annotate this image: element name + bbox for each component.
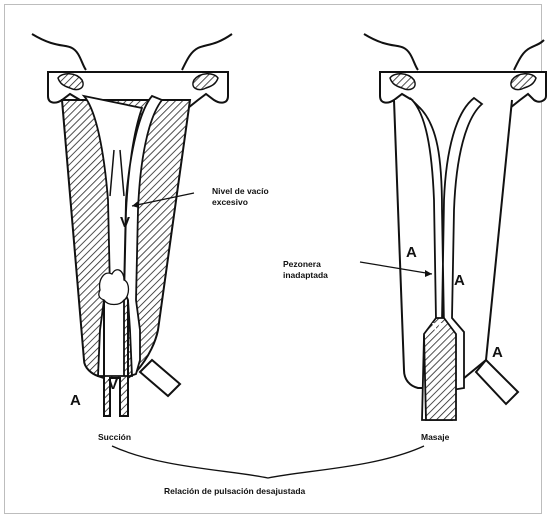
bottom-caption: Relación de pulsación desajustada: [164, 486, 305, 497]
right-air-left-label: A: [406, 244, 417, 261]
left-caption: Succión: [98, 432, 131, 443]
right-pulse-nozzle: [476, 360, 518, 404]
left-air-label: A: [70, 392, 81, 409]
vacuum-level-line1: Nivel de vacío: [212, 186, 269, 197]
right-vacuum-label: V: [432, 320, 442, 337]
liner-line1: Pezonera: [283, 259, 328, 270]
right-caption: Masaje: [421, 432, 449, 443]
vacuum-level-line2: excesivo: [212, 197, 269, 208]
liner-label: Pezonera inadaptada: [283, 259, 328, 281]
left-vacuum-inner-label: V: [120, 214, 130, 231]
left-teatcup: [32, 34, 232, 416]
left-vacuum-bottom-label: V: [108, 376, 118, 393]
right-air-center-label: A: [454, 272, 465, 289]
right-udder-outline: [364, 34, 544, 70]
liner-line2: inadaptada: [283, 270, 328, 281]
ratio-connector: [112, 446, 424, 478]
left-pulse-nozzle: [140, 360, 180, 396]
left-udder-outline: [32, 34, 232, 70]
vacuum-level-label: Nivel de vacío excesivo: [212, 186, 269, 208]
right-teatcup: [360, 34, 546, 420]
right-air-bottom-label: A: [492, 344, 503, 361]
